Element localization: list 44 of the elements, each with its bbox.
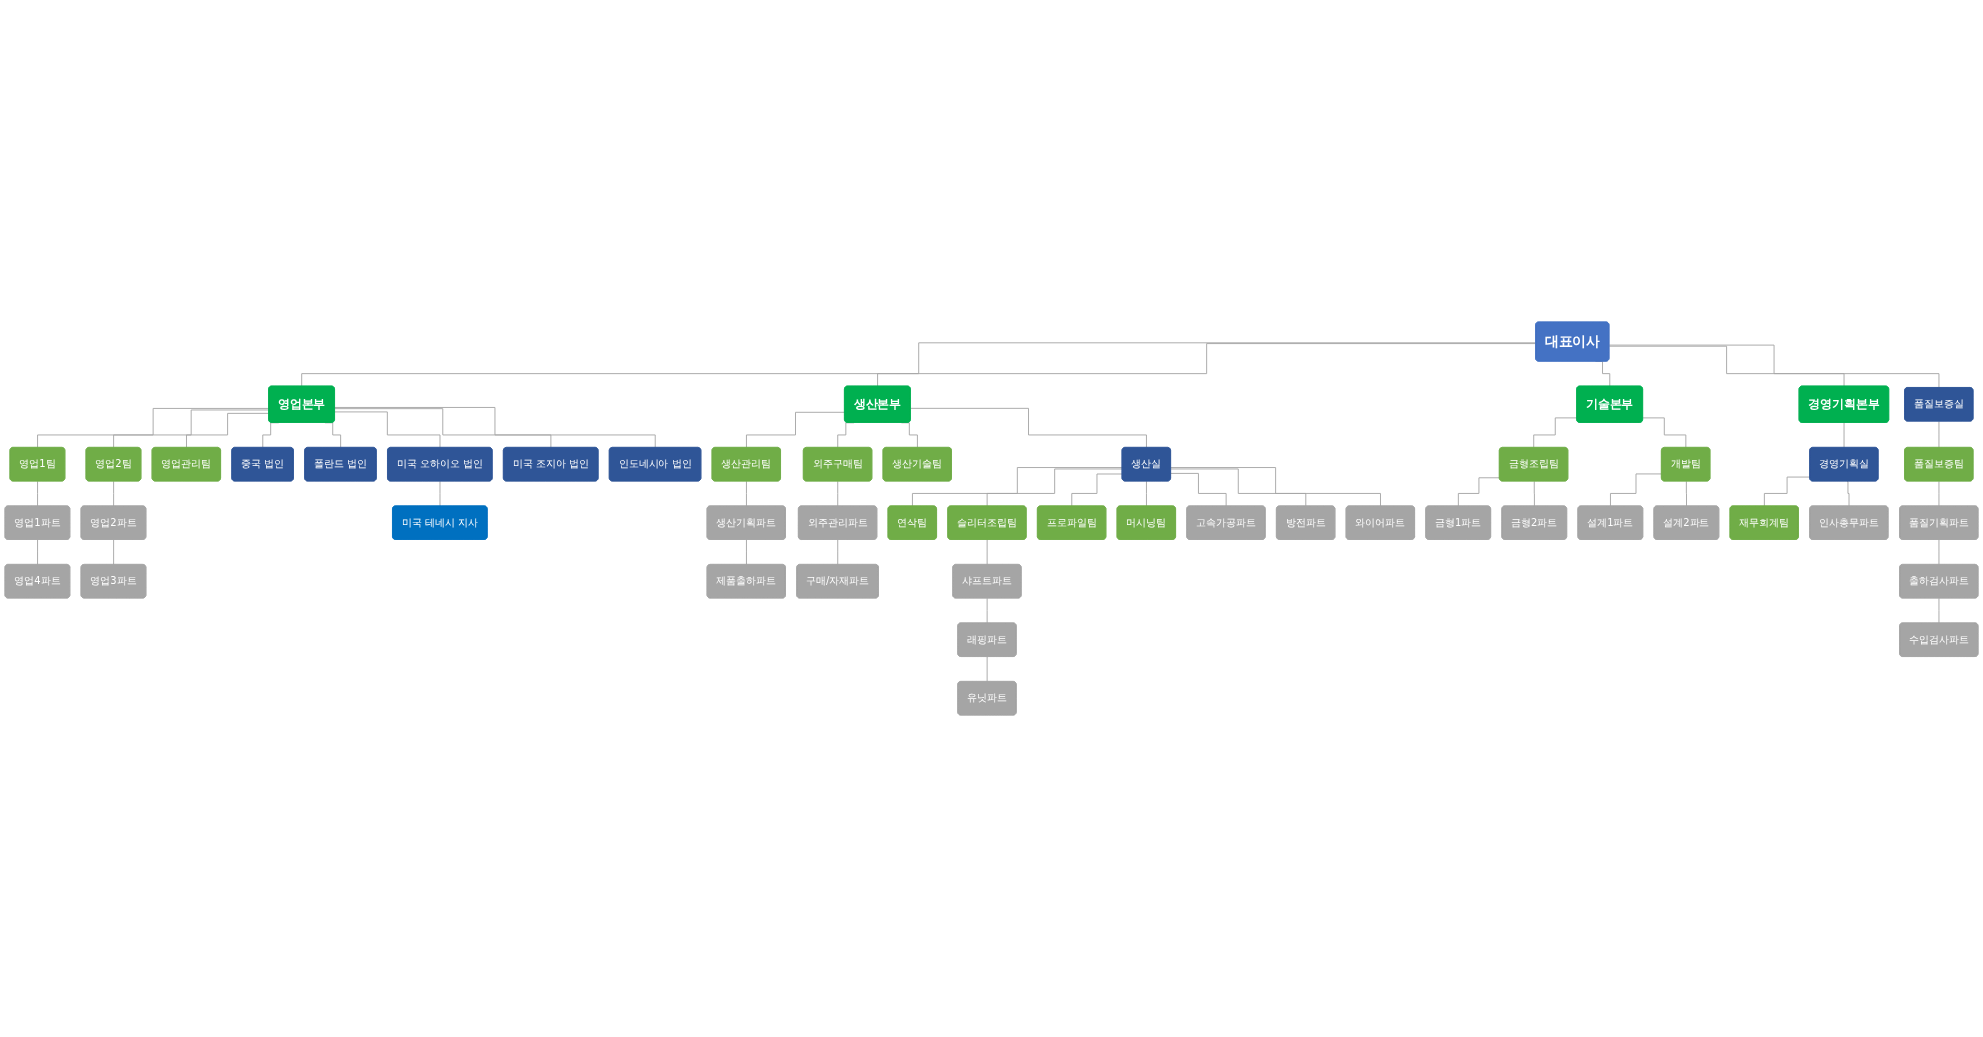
connector bbox=[1763, 476, 1811, 507]
connector bbox=[1938, 597, 1940, 624]
connector bbox=[37, 407, 270, 449]
connector bbox=[1608, 344, 1940, 389]
connector bbox=[877, 343, 1537, 387]
connector bbox=[334, 411, 441, 449]
connector bbox=[1533, 480, 1536, 507]
connector bbox=[37, 539, 39, 566]
connector bbox=[837, 480, 839, 507]
connector bbox=[1938, 539, 1940, 566]
connector bbox=[1071, 473, 1123, 507]
connector bbox=[113, 409, 270, 449]
connector bbox=[745, 539, 748, 566]
connector bbox=[439, 480, 441, 507]
connector bbox=[986, 539, 988, 566]
connector bbox=[301, 342, 1537, 387]
connector bbox=[1170, 472, 1227, 507]
connector bbox=[37, 480, 39, 507]
connector bbox=[911, 467, 1123, 507]
connector bbox=[1146, 480, 1148, 507]
connector bbox=[1457, 477, 1501, 507]
connector bbox=[334, 408, 552, 449]
connector bbox=[1685, 480, 1688, 507]
connector bbox=[745, 480, 748, 507]
connector bbox=[186, 412, 270, 449]
connector bbox=[986, 656, 988, 683]
connector bbox=[910, 407, 1148, 449]
connector bbox=[837, 539, 839, 566]
connector bbox=[1843, 422, 1845, 449]
connector bbox=[745, 411, 846, 449]
connector bbox=[1938, 420, 1940, 449]
connector bbox=[1170, 467, 1382, 507]
connector bbox=[334, 407, 656, 449]
connector bbox=[1642, 417, 1687, 449]
connector bbox=[986, 468, 1123, 507]
connector bbox=[1610, 473, 1663, 507]
connector bbox=[1608, 345, 1845, 387]
connector bbox=[1170, 468, 1307, 507]
connector bbox=[113, 480, 115, 507]
connector bbox=[1533, 417, 1578, 449]
connector bbox=[1846, 480, 1850, 507]
connector bbox=[113, 539, 115, 566]
connector bbox=[1938, 480, 1940, 507]
connector bbox=[986, 597, 988, 624]
